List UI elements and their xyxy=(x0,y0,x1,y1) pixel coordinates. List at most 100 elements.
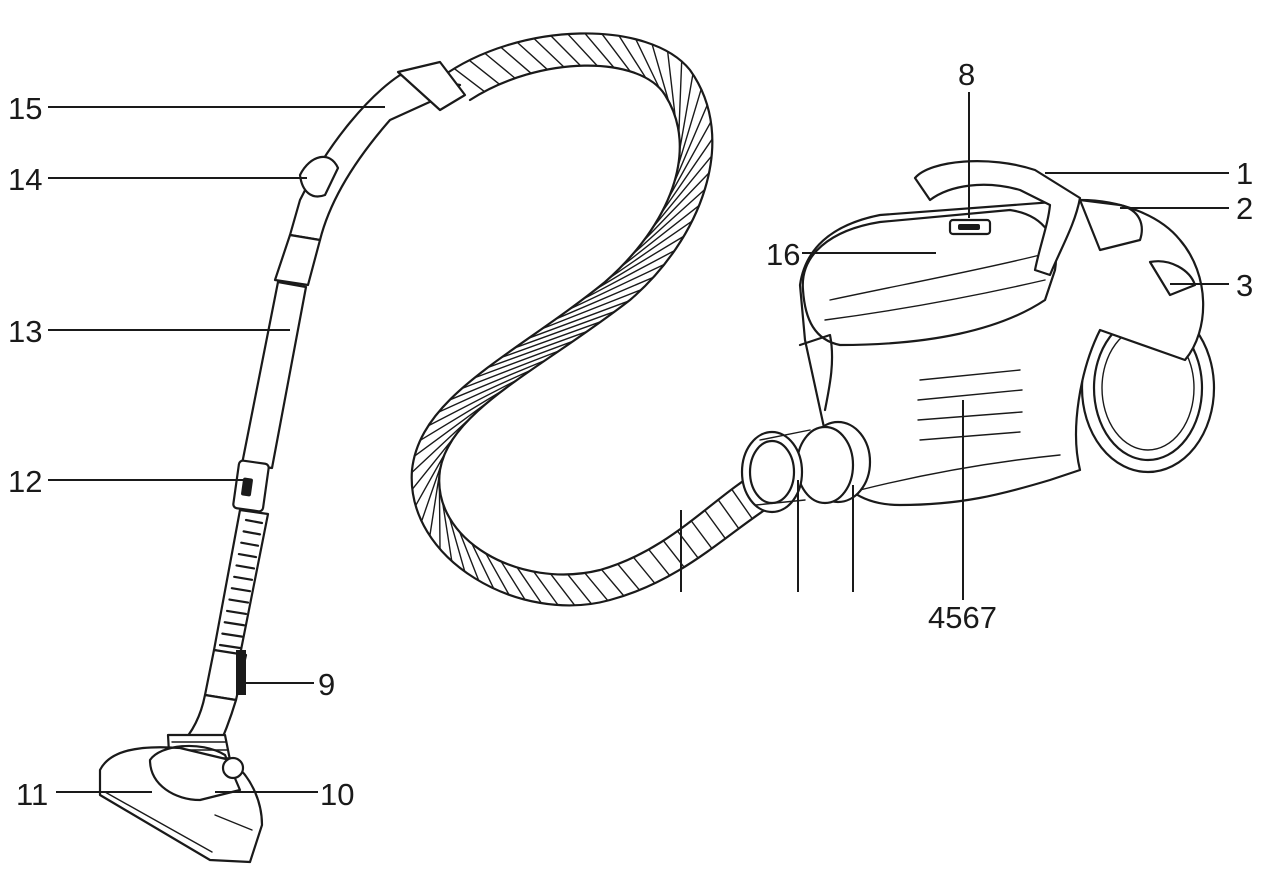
hose-rib xyxy=(541,288,643,330)
tube-rib xyxy=(233,575,254,581)
hose-rib xyxy=(532,570,559,606)
hose-rib xyxy=(600,568,625,597)
hose-rib xyxy=(690,520,713,550)
hose-rib xyxy=(500,560,526,601)
callout-9: 9 xyxy=(318,667,335,702)
tube-rib xyxy=(237,552,258,559)
tube-rib xyxy=(228,598,250,604)
hose-rib xyxy=(651,155,713,229)
callout-2: 2 xyxy=(1236,191,1253,226)
hose-rib xyxy=(514,310,616,349)
hose-rib xyxy=(413,400,491,457)
callout-14: 14 xyxy=(8,162,42,197)
hose-rib xyxy=(453,67,486,93)
hose-rib xyxy=(679,73,694,151)
tube-ribs xyxy=(218,518,264,650)
hose-rib xyxy=(651,43,670,102)
hose-rib xyxy=(411,411,478,474)
hose-rib xyxy=(473,340,574,379)
hose-rib xyxy=(516,566,543,604)
vacuum-body xyxy=(740,160,1216,514)
hose-rib xyxy=(471,543,495,590)
hose-rib xyxy=(677,88,702,167)
hose-rib xyxy=(635,38,660,89)
flexible-hose xyxy=(410,32,782,607)
hose-rib xyxy=(618,35,647,79)
hose-rib xyxy=(427,379,518,427)
hose-rib xyxy=(567,573,593,605)
hose-rib xyxy=(414,436,455,507)
wand-assembly xyxy=(203,60,467,702)
hose-rib xyxy=(549,573,576,607)
callout-16: 16 xyxy=(766,237,800,272)
hose-rib xyxy=(555,276,654,320)
hose-rib xyxy=(468,59,501,86)
callout-10: 10 xyxy=(320,777,354,812)
hose-rib xyxy=(582,249,676,300)
hose-rib xyxy=(632,556,656,585)
tube-rib xyxy=(225,609,248,616)
hose-rib xyxy=(485,552,510,596)
callout-15: 15 xyxy=(8,91,42,126)
hose-rib xyxy=(411,423,466,490)
hose-rib xyxy=(717,499,740,530)
hose-rib xyxy=(484,52,516,79)
hose-rib xyxy=(458,531,480,582)
hose-rib xyxy=(441,501,453,562)
hose-rib xyxy=(438,484,441,550)
hose-rib xyxy=(437,369,532,413)
hose-rib xyxy=(731,488,753,520)
hose-rib xyxy=(704,509,727,540)
hose-rib xyxy=(550,35,582,67)
tube-rib xyxy=(244,518,264,525)
hose-rib xyxy=(429,467,441,537)
callout-1: 1 xyxy=(1236,156,1253,191)
hose-rib xyxy=(620,204,700,268)
hose-rib xyxy=(642,172,710,243)
callout-13: 13 xyxy=(8,314,42,349)
hose-rib xyxy=(487,330,588,369)
hose-rib xyxy=(660,138,714,215)
hose-inlet xyxy=(740,420,872,514)
callout-12: 12 xyxy=(8,464,42,499)
hose-rib xyxy=(595,235,685,290)
hose-rib xyxy=(584,572,609,602)
callout-numbers: 15 14 13 12 11 10 9 16 8 1 2 3 4567 xyxy=(8,57,1253,812)
hose-rib xyxy=(527,300,630,339)
hose-rib xyxy=(448,359,546,401)
tube-rib xyxy=(221,632,244,638)
hose-rib xyxy=(500,320,602,359)
hose-rib xyxy=(567,33,599,67)
tube-rib xyxy=(218,643,242,650)
hose-rib xyxy=(533,37,565,68)
tube-rib xyxy=(223,621,246,627)
side-grille xyxy=(917,369,1023,441)
hose-rib xyxy=(448,517,466,573)
callout-3: 3 xyxy=(1236,268,1253,303)
hose-rib xyxy=(647,548,671,577)
hose-ribs xyxy=(411,32,767,607)
tube-rib xyxy=(240,541,260,547)
hose-rib xyxy=(678,60,683,134)
callout-4567: 4567 xyxy=(928,600,997,635)
hose-rib xyxy=(568,263,666,310)
hose-rib xyxy=(419,389,504,442)
hose-rib xyxy=(601,33,631,73)
callout-8: 8 xyxy=(958,57,975,92)
hose-rib xyxy=(461,350,560,390)
floor-nozzle xyxy=(98,693,264,864)
hose-rib xyxy=(631,188,706,256)
hose-rib xyxy=(420,451,447,522)
hose-rib xyxy=(666,50,676,118)
hose-rib xyxy=(608,220,693,280)
hose-rib xyxy=(500,46,532,75)
tube-rib xyxy=(230,587,252,593)
tube-rib xyxy=(235,564,256,570)
hose-rib xyxy=(584,32,615,69)
hose-rib xyxy=(617,563,641,591)
hose-rib xyxy=(667,121,712,199)
callout-11: 11 xyxy=(16,777,48,812)
hose-rib xyxy=(673,104,708,184)
leader-lines xyxy=(48,92,1229,793)
